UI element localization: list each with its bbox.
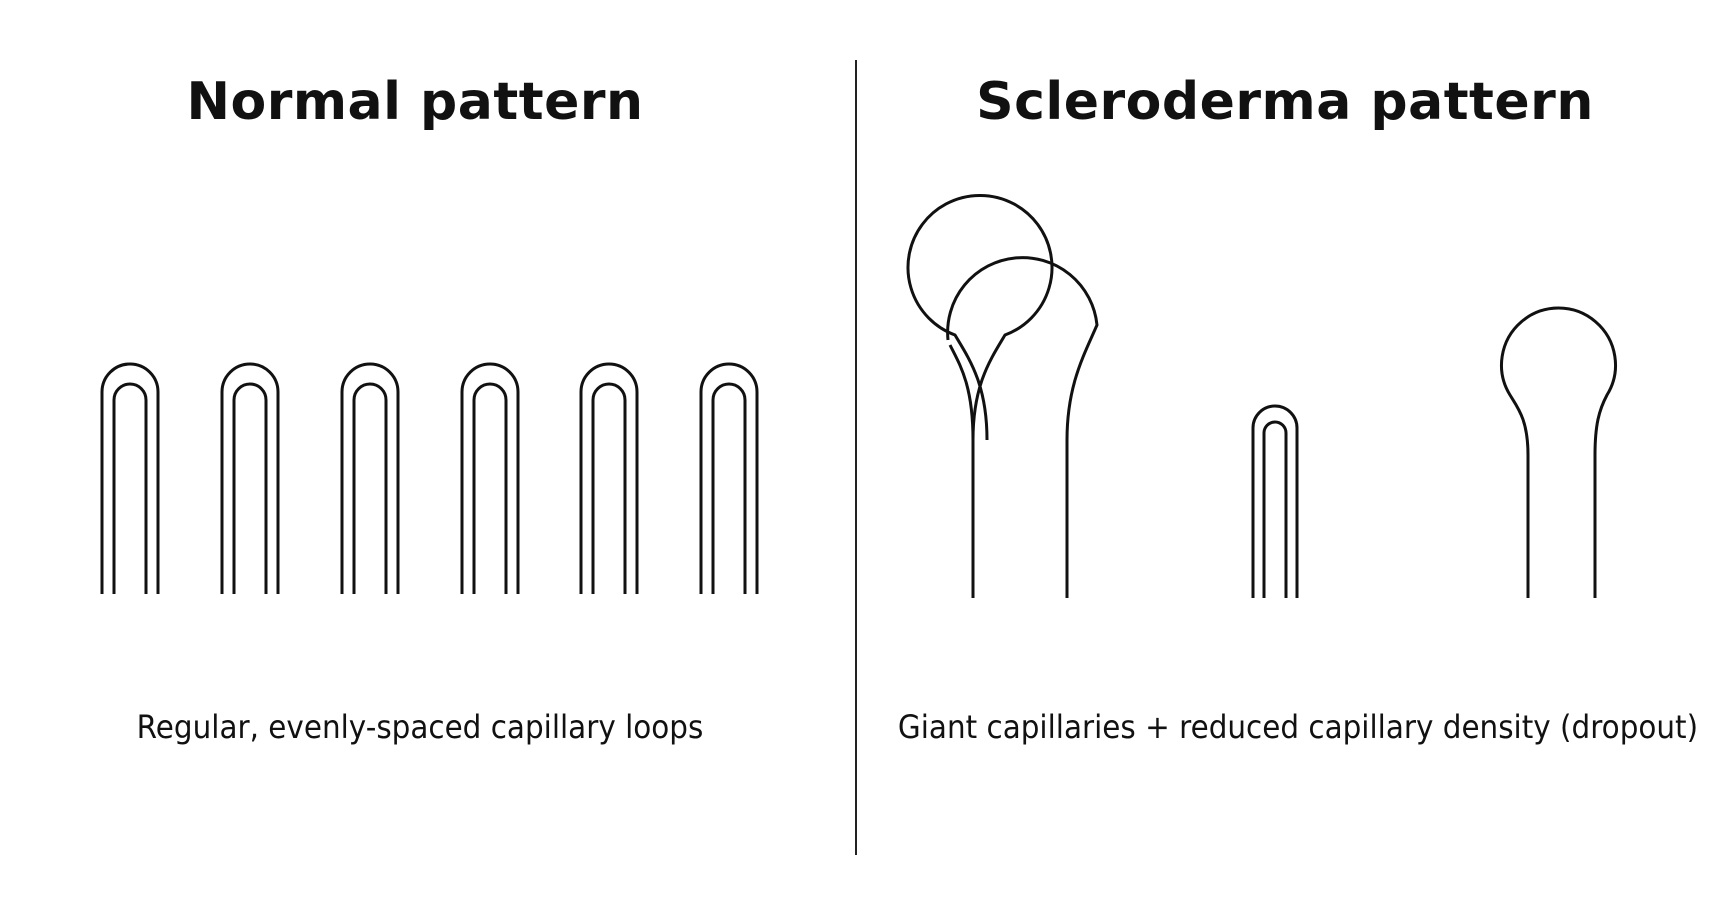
giant-capillary-large	[906, 194, 1099, 598]
normal-capillary-loop-5	[579, 362, 639, 594]
scleroderma-pattern-caption: Giant capillaries + reduced capillary de…	[897, 708, 1699, 746]
normal-capillaries	[100, 362, 759, 594]
panel-divider	[855, 60, 857, 855]
normal-capillary-loop-2	[220, 362, 280, 594]
normal-pattern-caption: Regular, evenly-spaced capillary loops	[136, 708, 704, 746]
normal-capillary-loop-1	[100, 362, 160, 594]
normal-capillary-loop-3	[340, 362, 400, 594]
small-capillary-loop	[1251, 404, 1299, 598]
normal-capillary-loop-4	[460, 362, 520, 594]
scleroderma-pattern-title: Scleroderma pattern	[976, 72, 1594, 132]
scleroderma-capillaries	[906, 194, 1617, 598]
giant-capillary-medium	[1500, 306, 1617, 598]
normal-capillary-loop-6	[699, 362, 759, 594]
normal-pattern-title: Normal pattern	[186, 72, 644, 132]
